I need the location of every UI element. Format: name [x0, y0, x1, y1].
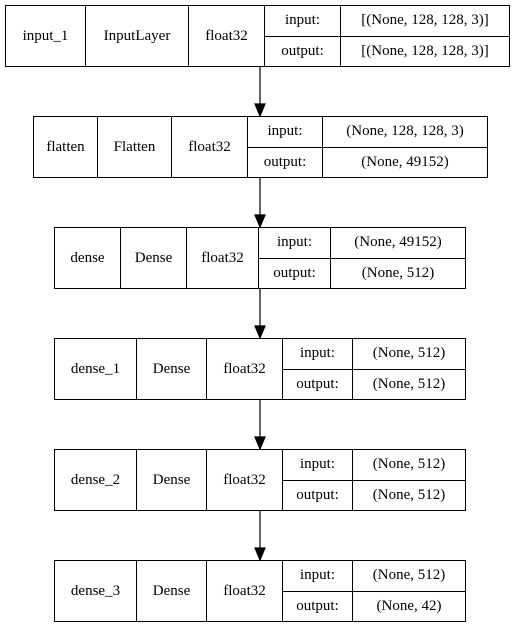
input-shape: [(None, 128, 128, 3)]: [361, 12, 489, 29]
layer-dtype: float32: [172, 117, 248, 177]
layer-type: Dense: [121, 228, 187, 288]
layer-type: InputLayer: [86, 6, 189, 66]
input-row: input: [(None, 128, 128, 3)]: [265, 6, 509, 36]
shape-table: input: [(None, 128, 128, 3)] output: [(N…: [265, 6, 509, 66]
output-shape: (None, 512): [372, 375, 446, 392]
layer-name: dense_2: [55, 450, 137, 510]
layer-node-dense-2: dense_2 Dense float32 input: (None, 512)…: [54, 449, 466, 511]
layer-node-dense-1: dense_1 Dense float32 input: (None, 512)…: [54, 338, 466, 400]
layer-type: Dense: [137, 561, 207, 621]
shape-table: input: (None, 512) output: (None, 42): [283, 561, 465, 621]
layer-node-dense-3: dense_3 Dense float32 input: (None, 512)…: [54, 560, 466, 622]
layer-type: Dense: [137, 339, 207, 399]
layer-dtype: float32: [207, 561, 283, 621]
layer-dtype: float32: [187, 228, 259, 288]
output-shape: (None, 512): [361, 264, 435, 281]
input-label: input:: [265, 6, 341, 36]
output-label: output:: [248, 147, 323, 177]
layer-name: input_1: [6, 6, 86, 66]
input-label: input:: [259, 228, 331, 258]
output-label: output:: [283, 591, 353, 621]
layer-dtype: float32: [189, 6, 265, 66]
arrow-dense-1-to-dense-2: [254, 400, 266, 451]
output-row: output: (None, 49152): [248, 146, 487, 177]
layer-node-input-1: input_1 InputLayer float32 input: [(None…: [5, 5, 510, 67]
layer-type: Dense: [137, 450, 207, 510]
shape-table: input: (None, 49152) output: (None, 512): [259, 228, 465, 288]
input-row: input: (None, 49152): [259, 228, 465, 258]
input-shape: (None, 49152): [354, 234, 442, 251]
input-shape: (None, 512): [372, 345, 446, 362]
output-shape: (None, 42): [376, 597, 442, 614]
layer-node-flatten: flatten Flatten float32 input: (None, 12…: [33, 116, 488, 178]
output-label: output:: [259, 258, 331, 288]
arrow-input-1-to-flatten: [254, 67, 266, 118]
output-shape: (None, 49152): [361, 153, 449, 170]
output-shape: (None, 512): [372, 486, 446, 503]
input-shape: (None, 512): [372, 456, 446, 473]
output-row: output: (None, 42): [283, 590, 465, 621]
layer-name: dense: [55, 228, 121, 288]
input-label: input:: [283, 561, 353, 591]
output-row: output: (None, 512): [283, 368, 465, 399]
arrow-flatten-to-dense: [254, 178, 266, 229]
shape-table: input: (None, 128, 128, 3) output: (None…: [248, 117, 487, 177]
input-row: input: (None, 128, 128, 3): [248, 117, 487, 147]
input-row: input: (None, 512): [283, 561, 465, 591]
output-row: output: (None, 512): [259, 257, 465, 288]
input-shape: (None, 128, 128, 3): [346, 123, 464, 140]
output-row: output: [(None, 128, 128, 3)]: [265, 35, 509, 66]
layer-name: dense_1: [55, 339, 137, 399]
output-label: output:: [265, 36, 341, 66]
layer-type: Flatten: [98, 117, 172, 177]
layer-name: dense_3: [55, 561, 137, 621]
output-label: output:: [283, 369, 353, 399]
output-row: output: (None, 512): [283, 479, 465, 510]
layer-dtype: float32: [207, 339, 283, 399]
shape-table: input: (None, 512) output: (None, 512): [283, 339, 465, 399]
input-label: input:: [248, 117, 323, 147]
layer-dtype: float32: [207, 450, 283, 510]
input-label: input:: [283, 339, 353, 369]
shape-table: input: (None, 512) output: (None, 512): [283, 450, 465, 510]
input-label: input:: [283, 450, 353, 480]
output-shape: [(None, 128, 128, 3)]: [361, 42, 489, 59]
layer-name: flatten: [34, 117, 98, 177]
input-row: input: (None, 512): [283, 339, 465, 369]
layer-node-dense: dense Dense float32 input: (None, 49152)…: [54, 227, 466, 289]
input-shape: (None, 512): [372, 567, 446, 584]
arrow-dense-2-to-dense-3: [254, 511, 266, 562]
output-label: output:: [283, 480, 353, 510]
input-row: input: (None, 512): [283, 450, 465, 480]
arrow-dense-to-dense-1: [254, 289, 266, 340]
